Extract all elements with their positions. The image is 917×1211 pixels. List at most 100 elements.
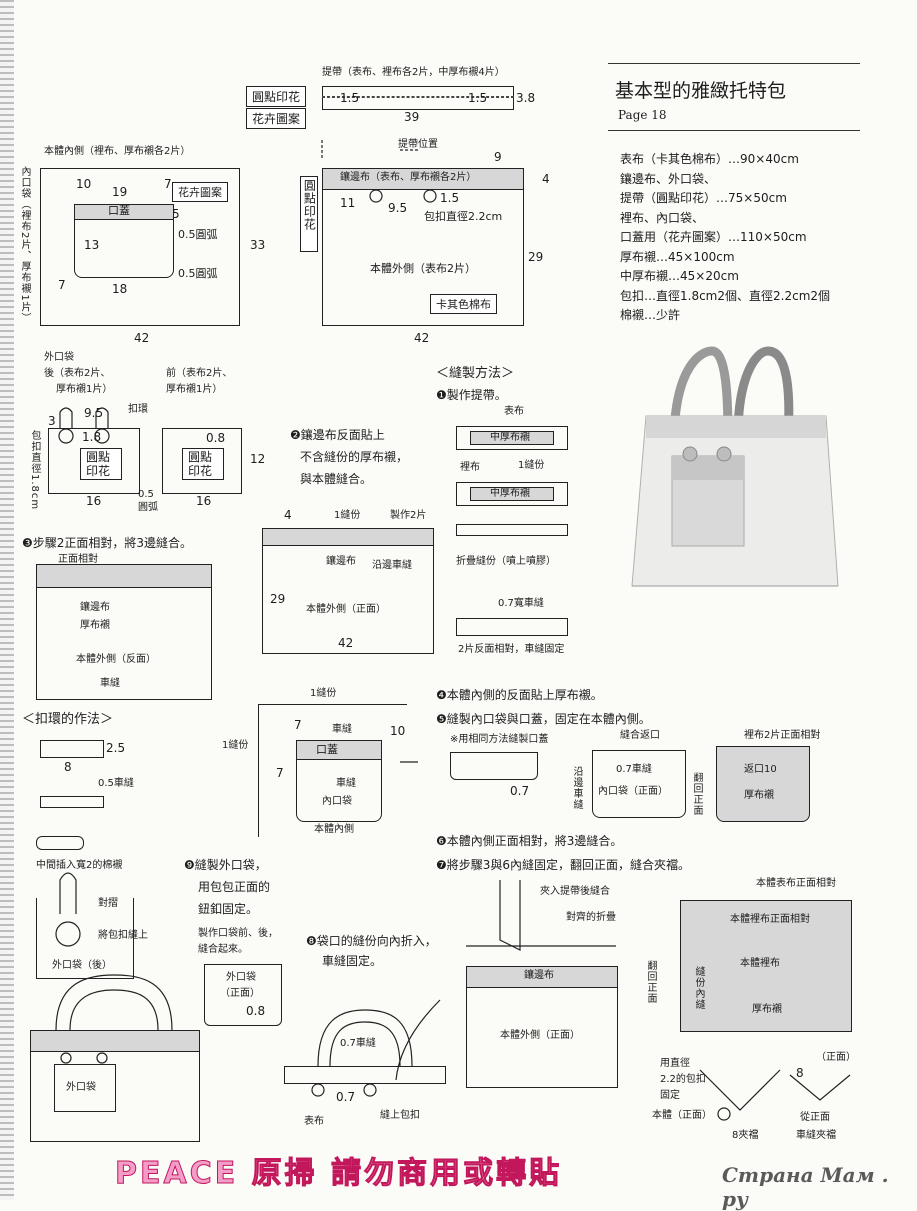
material-item: 包扣…直徑1.8cm2個、直徑2.2cm2個 — [620, 288, 831, 303]
dim-4: 4 — [542, 172, 550, 186]
s5-pocket — [592, 750, 686, 818]
step-5: ❺縫製內口袋與口蓋，固定在本體內側。 — [436, 712, 651, 726]
s5-flap — [450, 752, 538, 780]
s5-note: ※用相同方法縫製口蓋 — [450, 734, 549, 745]
pocket-back-piece — [48, 428, 140, 494]
s1-seam: 1縫份 — [518, 460, 545, 471]
s7-btn2: 2.2的包扣 — [660, 1074, 706, 1085]
s5-int: 厚布襯 — [744, 790, 774, 801]
loop-title: ＜扣環的作法＞ — [22, 712, 114, 727]
s1-stitch: 0.7寬車縫 — [498, 598, 544, 609]
dim-18: 18 — [112, 282, 128, 296]
dim-33: 33 — [250, 238, 266, 252]
material-item: 表布（卡其色棉布）…90×40cm — [620, 152, 799, 166]
dim-29: 29 — [528, 250, 544, 264]
s2-seam: 1縫份 — [334, 510, 361, 521]
inner-flap-label: 口蓋 — [108, 204, 130, 217]
s5-edge: 沿邊車縫 — [571, 766, 582, 810]
s2-edge: 沿邊車縫 — [372, 560, 412, 571]
s7-align: 對齊的折疊 — [566, 912, 616, 923]
s45-body — [258, 704, 407, 837]
dim-12: 12 — [250, 452, 266, 466]
s9-pocket-label: 外口袋 — [226, 972, 256, 983]
s1-mid-2: 中厚布襯 — [490, 488, 530, 499]
pocket-arc: 0.5圓弧 — [138, 489, 158, 513]
button-22: 包扣直徑2.2cm — [424, 210, 503, 223]
s7-int: 厚布襯 — [752, 1004, 782, 1015]
s1-face: 表布 — [504, 406, 524, 417]
outer-pocket-back2: 厚布襯1片） — [56, 384, 113, 395]
s9-note2: 縫合起來。 — [198, 944, 248, 955]
s9-bag-pocket — [54, 1064, 116, 1112]
step-3: ❸步驟2正面相對，將3邊縫合。 — [22, 536, 193, 550]
s5-ret10: 返口10 — [744, 764, 777, 775]
dim-11: 11 — [340, 196, 356, 210]
s3-band-label: 鑲邊布 — [80, 602, 110, 613]
s7-outer: 本體表布正面相對 — [756, 878, 836, 889]
s1-strip-1-int — [470, 431, 554, 445]
s45-pocket-label: 內口袋 — [322, 796, 352, 807]
s7-lining: 本體裡布 — [740, 958, 780, 969]
s8-07b: 0.7 — [336, 1090, 356, 1104]
material-item: 裡布、內口袋、 — [620, 210, 705, 225]
step-4: ❹本體內側的反面貼上厚布襯。 — [436, 688, 603, 702]
s7-band-label: 鑲邊布 — [524, 970, 554, 981]
s45-7a: 7 — [294, 718, 302, 732]
dim-19: 19 — [112, 185, 128, 199]
materials-list: 表布（卡其色棉布）…90×40cm 鑲邊布、外口袋、 提帶（圓點印花）…75×5… — [620, 150, 830, 326]
dim-1-5: 1.5 — [440, 191, 460, 205]
step-9a: ❾縫製外口袋， — [184, 858, 267, 872]
s3-band — [36, 564, 212, 588]
footer-logo: Страна Мам . ру — [722, 1163, 889, 1211]
step-8b: 車縫固定。 — [322, 954, 383, 968]
strap-height: 3.8 — [516, 91, 536, 105]
s9-bag-band — [30, 1030, 200, 1052]
loop-strip — [40, 740, 104, 758]
step-2c: 與本體縫合。 — [300, 472, 373, 486]
step-2a: ❷鑲邊布反面貼上 — [290, 428, 385, 442]
page-title: 基本型的雅緻托特包 — [615, 80, 787, 102]
s7-from: 從正面 — [800, 1112, 830, 1123]
loop-8: 8 — [64, 760, 72, 774]
s5-lining: 裡布2片正面相對 — [744, 730, 821, 741]
s45-7b: 7 — [276, 766, 284, 780]
s7-fold: 夾入提帶後縫合 — [540, 886, 610, 897]
s45-body-label: 本體內側 — [314, 824, 354, 835]
s1-fold: 折疊縫份（噴上噴膠） — [456, 556, 556, 567]
step-1: ❶製作提帶。 — [436, 388, 507, 402]
s2-make: 製作2片 — [390, 510, 427, 521]
khaki-tag: 卡其色棉布 — [430, 294, 497, 314]
inner-flap — [74, 204, 174, 220]
outer-body-center: 本體外側（表布2片） — [370, 262, 476, 275]
dim-5: 5 — [172, 207, 180, 221]
s7-inner: 本體裡布正面相對 — [730, 914, 810, 925]
dim-3: 3 — [48, 414, 56, 428]
strap-seam-right: 1.5 — [468, 91, 488, 105]
dim-13: 13 — [84, 238, 100, 252]
page-number: Page 18 — [618, 108, 667, 122]
strap-piece — [322, 86, 514, 110]
s5-return: 縫合返口 — [620, 730, 660, 741]
strap-position: 提帶位置 — [398, 139, 438, 150]
dim-16a: 16 — [86, 494, 102, 508]
material-item: 口蓋用（花卉圖案）…110×50cm — [620, 230, 807, 244]
s5-07a: 0.7 — [510, 784, 530, 798]
s9-08: 0.8 — [246, 1004, 266, 1018]
outer-pocket-front: 前（表布2片、 — [166, 368, 233, 379]
footer-watermark: PEACE 原掃 請勿商用或轉貼 — [114, 1156, 563, 1192]
button-18-vertical: 包扣直徑1.8cm — [29, 430, 40, 511]
s5-turn: 翻回正面 — [691, 772, 702, 816]
inner-body-piece — [40, 168, 240, 326]
strap-caption: 提帶（表布、裡布各2片，中厚布襯4片） — [322, 67, 505, 78]
s9-note1: 製作口袋前、後， — [198, 928, 278, 939]
dim-7b: 7 — [58, 278, 66, 292]
dim-7a: 7 — [164, 177, 172, 191]
material-item: 中厚布襯…45×20cm — [620, 269, 739, 283]
s2-band — [262, 528, 434, 546]
material-item: 棉襯…少許 — [620, 308, 681, 322]
header-rule-bottom — [608, 130, 860, 131]
dim-9-5: 9.5 — [388, 201, 408, 215]
arc-1: 0.5圓弧 — [178, 228, 218, 241]
inner-pocket-vertical: 內口袋（裡布2片、厚布襯1片） — [19, 166, 30, 324]
s9-bag-label: 外口袋 — [66, 1082, 96, 1093]
